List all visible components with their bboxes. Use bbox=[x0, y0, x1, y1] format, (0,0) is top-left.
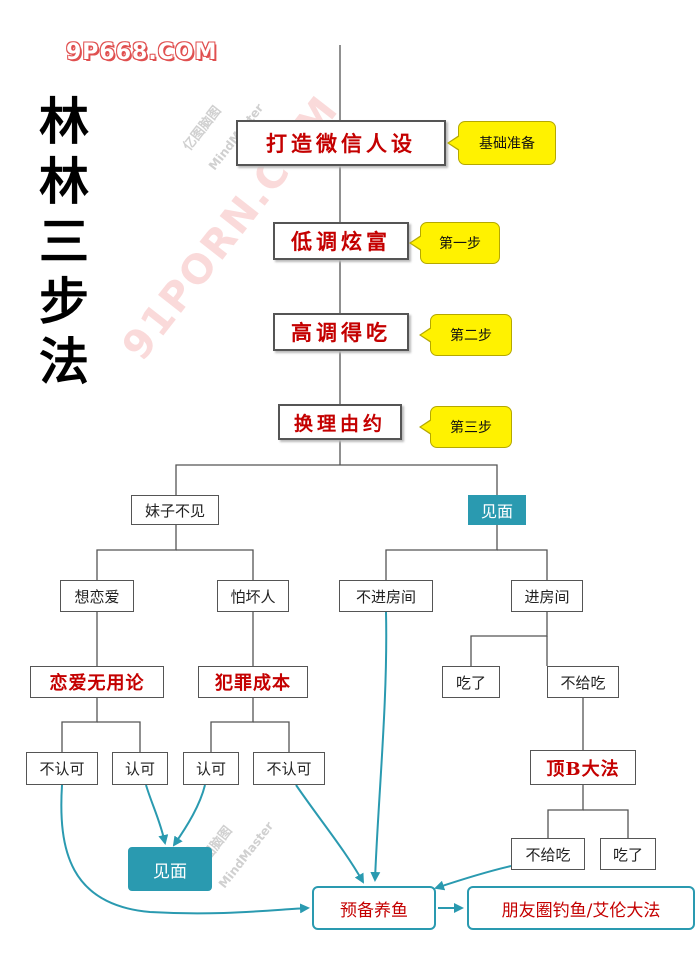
title-char: 法 bbox=[39, 332, 89, 391]
site-watermark: 9P668.COM bbox=[66, 40, 218, 65]
callout-step3: 第三步 bbox=[419, 406, 512, 448]
step-node-highkey[interactable]: 高调得吃 bbox=[273, 313, 409, 351]
node-meet-outcome[interactable]: 见面 bbox=[128, 847, 212, 891]
node-not-give-eat-2[interactable]: 不给吃 bbox=[511, 838, 585, 870]
step-node-excuse[interactable]: 换理由约 bbox=[278, 404, 402, 440]
step-node-lowkey[interactable]: 低调炫富 bbox=[273, 222, 409, 260]
node-love-useless[interactable]: 恋爱无用论 bbox=[30, 666, 164, 698]
node-agree-2[interactable]: 认可 bbox=[183, 752, 239, 785]
node-top-b[interactable]: 顶B大法 bbox=[530, 750, 636, 785]
node-moments-fishing[interactable]: 朋友圈钓鱼/艾伦大法 bbox=[467, 886, 695, 930]
node-crime-cost[interactable]: 犯罪成本 bbox=[198, 666, 308, 698]
node-enter-room[interactable]: 进房间 bbox=[511, 580, 583, 612]
node-disagree-1[interactable]: 不认可 bbox=[26, 752, 98, 785]
diagram-title: 林 林 三 步 法 bbox=[34, 92, 94, 392]
node-ate-2[interactable]: 吃了 bbox=[600, 838, 656, 870]
title-char: 林 bbox=[39, 92, 89, 151]
node-backup-fish[interactable]: 预备养鱼 bbox=[312, 886, 436, 930]
node-agree-1[interactable]: 认可 bbox=[112, 752, 168, 785]
node-no-room[interactable]: 不进房间 bbox=[339, 580, 433, 612]
node-ate[interactable]: 吃了 bbox=[442, 666, 500, 698]
node-not-give-eat[interactable]: 不给吃 bbox=[547, 666, 619, 698]
callout-step1: 第一步 bbox=[409, 222, 500, 264]
title-char: 三 bbox=[39, 212, 89, 271]
tree-connectors bbox=[61, 45, 629, 838]
node-disagree-2[interactable]: 不认可 bbox=[253, 752, 325, 785]
callout-foundation: 基础准备 bbox=[447, 121, 556, 165]
title-char: 步 bbox=[39, 272, 89, 331]
node-want-love[interactable]: 想恋爱 bbox=[60, 580, 134, 612]
callout-step2: 第二步 bbox=[419, 314, 512, 356]
node-fear-bad[interactable]: 怕坏人 bbox=[217, 580, 289, 612]
node-meet[interactable]: 见面 bbox=[468, 495, 526, 525]
node-not-meet[interactable]: 妹子不见 bbox=[131, 495, 219, 525]
teal-arrows bbox=[60, 611, 512, 915]
step-node-persona[interactable]: 打造微信人设 bbox=[236, 120, 446, 166]
title-char: 林 bbox=[39, 152, 89, 211]
